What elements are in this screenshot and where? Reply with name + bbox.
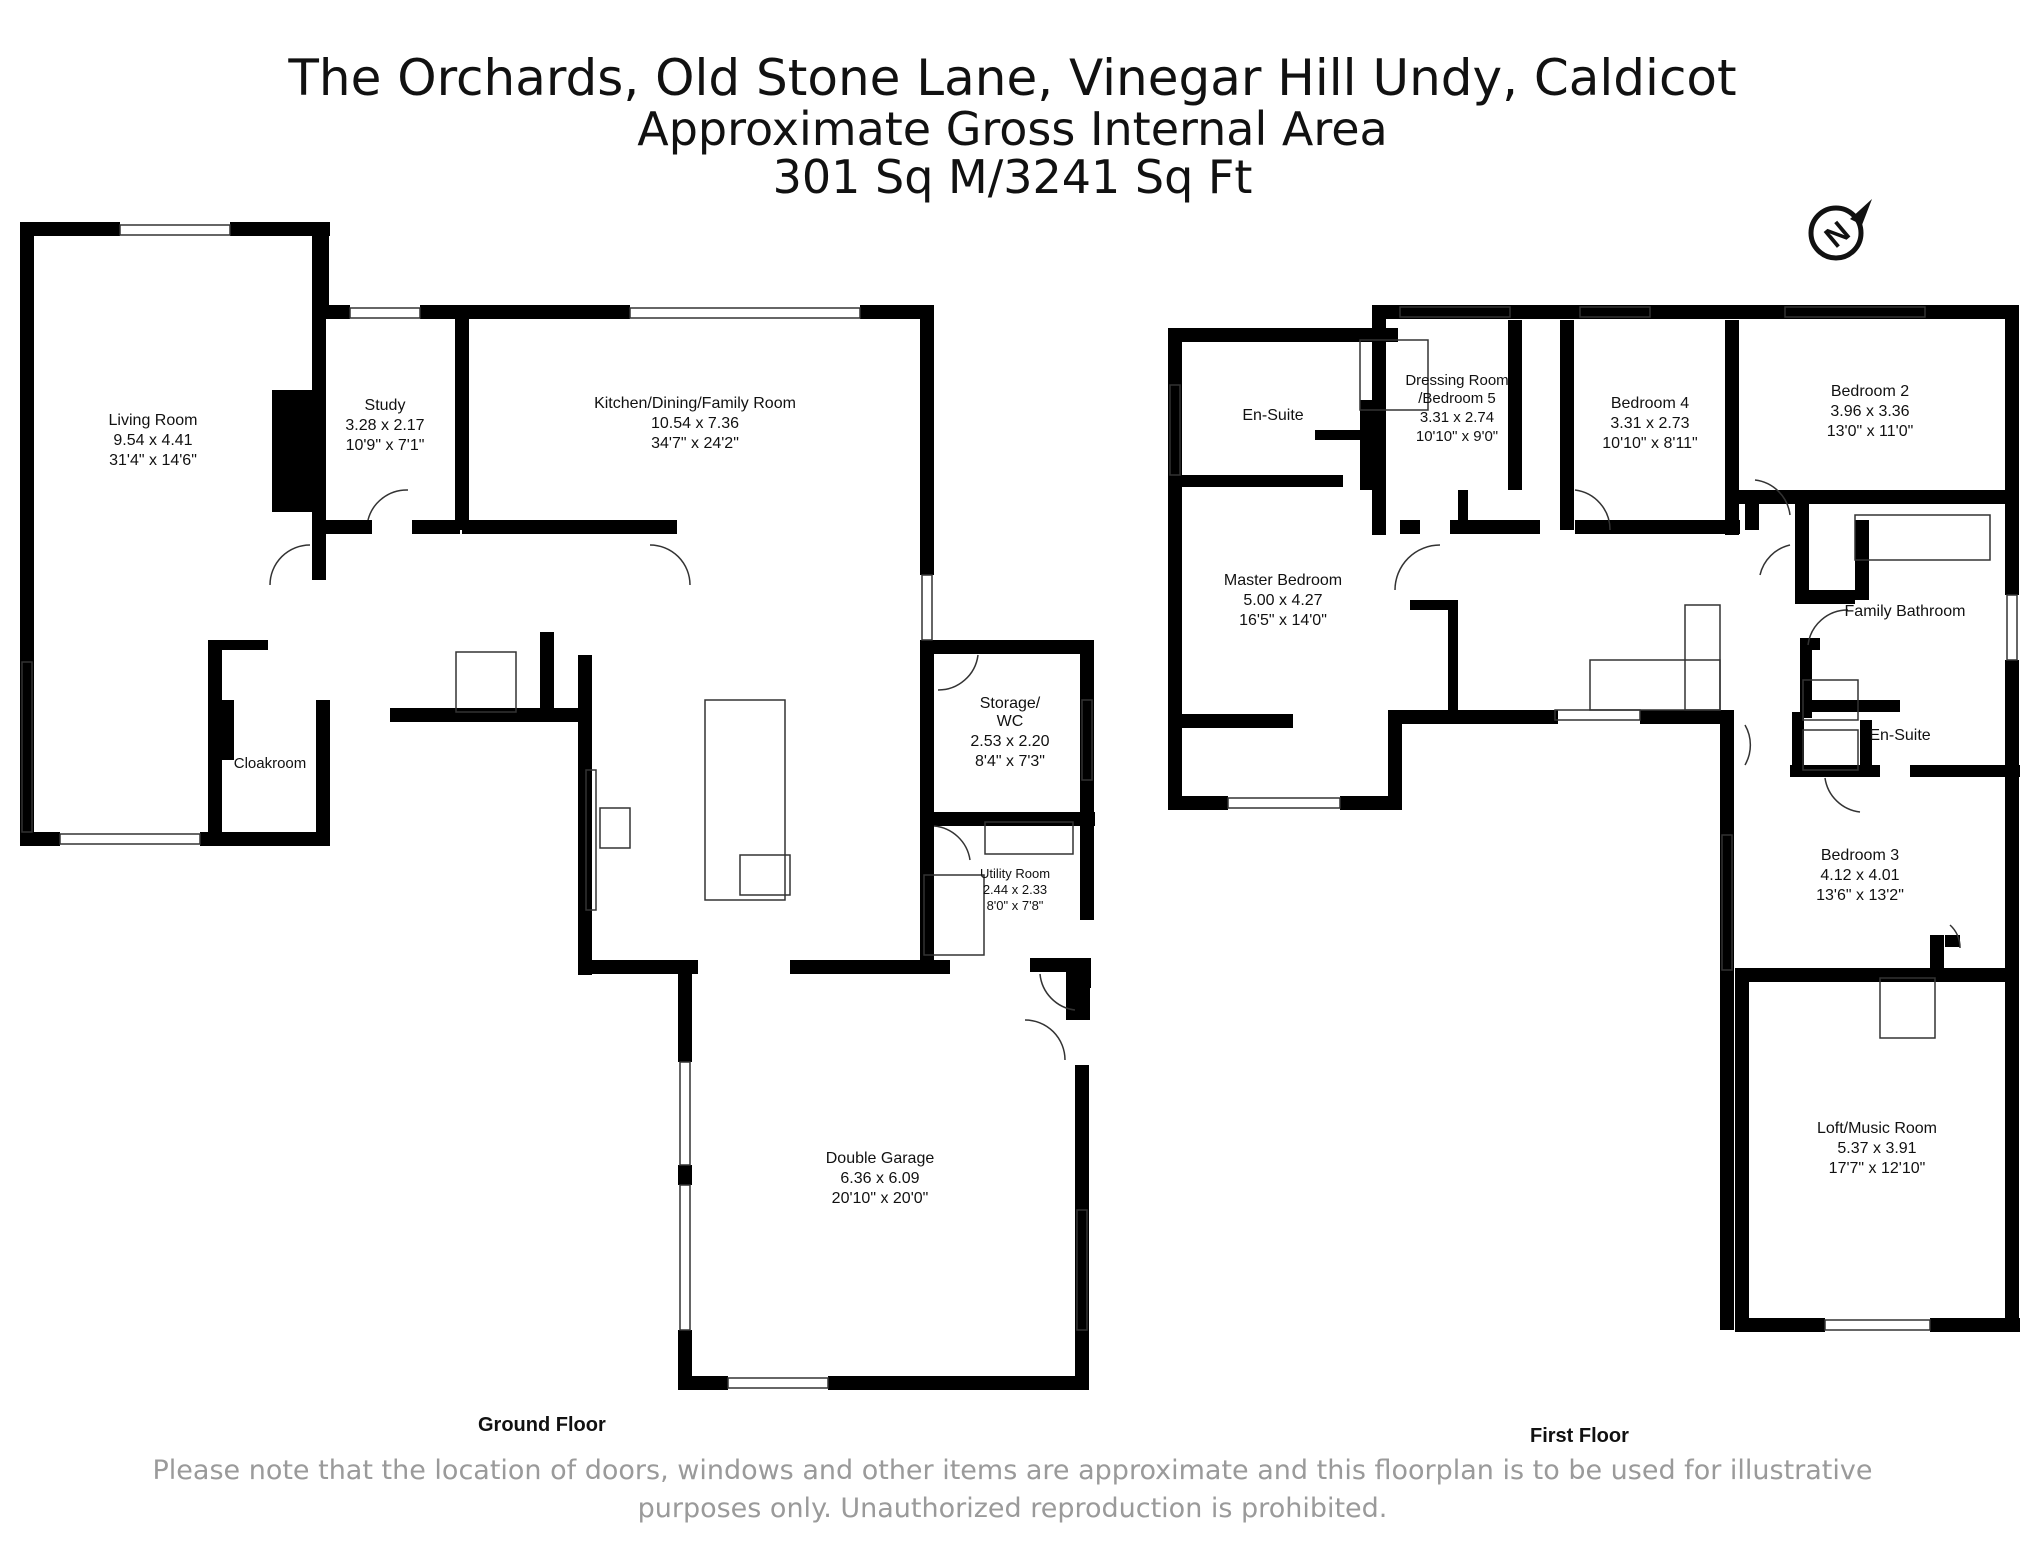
disclaimer-line2: purposes only. Unauthorized reproduction… xyxy=(637,1493,1388,1524)
ground-floor-label: Ground Floor xyxy=(478,1414,606,1436)
first-floor-walls xyxy=(1168,305,2020,1332)
loft-metric: 5.37 x 3.91 xyxy=(1837,1140,1916,1157)
dressing-room-name-line1: Dressing Room xyxy=(1405,372,1508,389)
family-bathroom-name: Family Bathroom xyxy=(1845,603,1966,620)
ground-floor-details xyxy=(21,224,1093,1389)
first-floor-room-labels: En-Suite Dressing Room /Bedroom 5 3.31 x… xyxy=(1224,372,1966,1177)
bedroom4-imperial: 10'10" x 8'11" xyxy=(1602,435,1697,452)
ground-floor-walls xyxy=(20,222,1095,1390)
master-bedroom-name: Master Bedroom xyxy=(1224,572,1342,589)
loft-name: Loft/Music Room xyxy=(1817,1120,1937,1137)
area-title: Approximate Gross Internal Area xyxy=(637,102,1388,156)
bedroom3-imperial: 13'6" x 13'2" xyxy=(1816,887,1904,904)
ensuite-master-name: En-Suite xyxy=(1242,407,1303,424)
study-metric: 3.28 x 2.17 xyxy=(345,417,424,434)
first-floor-label: First Floor xyxy=(1530,1425,1629,1447)
garage-imperial: 20'10" x 20'0" xyxy=(832,1190,929,1207)
storage-wc-name-line1: Storage/ xyxy=(980,695,1041,712)
bedroom3-name: Bedroom 3 xyxy=(1821,847,1899,864)
first-floor-details xyxy=(1169,306,2018,1331)
garage-name: Double Garage xyxy=(826,1150,935,1167)
study-imperial: 10'9" x 7'1" xyxy=(346,437,425,454)
bedroom2-imperial: 13'0" x 11'0" xyxy=(1827,423,1914,440)
storage-wc-metric: 2.53 x 2.20 xyxy=(970,733,1049,750)
ground-floor-room-labels: Living Room 9.54 x 4.41 31'4" x 14'6" St… xyxy=(109,395,1051,1207)
utility-room-imperial: 8'0" x 7'8" xyxy=(987,898,1044,913)
property-address: The Orchards, Old Stone Lane, Vinegar Hi… xyxy=(288,49,1737,107)
kitchen-metric: 10.54 x 7.36 xyxy=(651,415,739,432)
loft-imperial: 17'7" x 12'10" xyxy=(1829,1160,1926,1177)
living-room-imperial: 31'4" x 14'6" xyxy=(109,452,197,469)
cloakroom-name: Cloakroom xyxy=(234,755,307,772)
disclaimer-line1: Please note that the location of doors, … xyxy=(152,1455,1873,1486)
area-value: 301 Sq M/3241 Sq Ft xyxy=(772,150,1253,204)
bedroom4-name: Bedroom 4 xyxy=(1611,395,1689,412)
study-name: Study xyxy=(365,397,406,414)
compass-icon: N xyxy=(1808,199,1872,261)
bedroom4-metric: 3.31 x 2.73 xyxy=(1610,415,1689,432)
dressing-room-metric: 3.31 x 2.74 xyxy=(1420,409,1494,426)
master-bedroom-imperial: 16'5" x 14'0" xyxy=(1239,612,1327,629)
utility-room-name: Utility Room xyxy=(980,866,1050,881)
storage-wc-imperial: 8'4" x 7'3" xyxy=(975,753,1045,770)
dressing-room-name-line2: /Bedroom 5 xyxy=(1418,390,1496,407)
utility-room-metric: 2.44 x 2.33 xyxy=(983,882,1047,897)
storage-wc-name-line2: WC xyxy=(997,713,1024,730)
master-bedroom-metric: 5.00 x 4.27 xyxy=(1243,592,1322,609)
kitchen-name: Kitchen/Dining/Family Room xyxy=(594,395,796,412)
kitchen-imperial: 34'7" x 24'2" xyxy=(651,435,739,452)
living-room-metric: 9.54 x 4.41 xyxy=(113,432,192,449)
ensuite-bedroom3-name: En-Suite xyxy=(1869,727,1930,744)
bedroom3-metric: 4.12 x 4.01 xyxy=(1820,867,1899,884)
bedroom2-name: Bedroom 2 xyxy=(1831,383,1909,400)
dressing-room-imperial: 10'10" x 9'0" xyxy=(1416,428,1498,445)
garage-metric: 6.36 x 6.09 xyxy=(840,1170,919,1187)
bedroom2-metric: 3.96 x 3.36 xyxy=(1830,403,1909,420)
living-room-name: Living Room xyxy=(109,412,198,429)
